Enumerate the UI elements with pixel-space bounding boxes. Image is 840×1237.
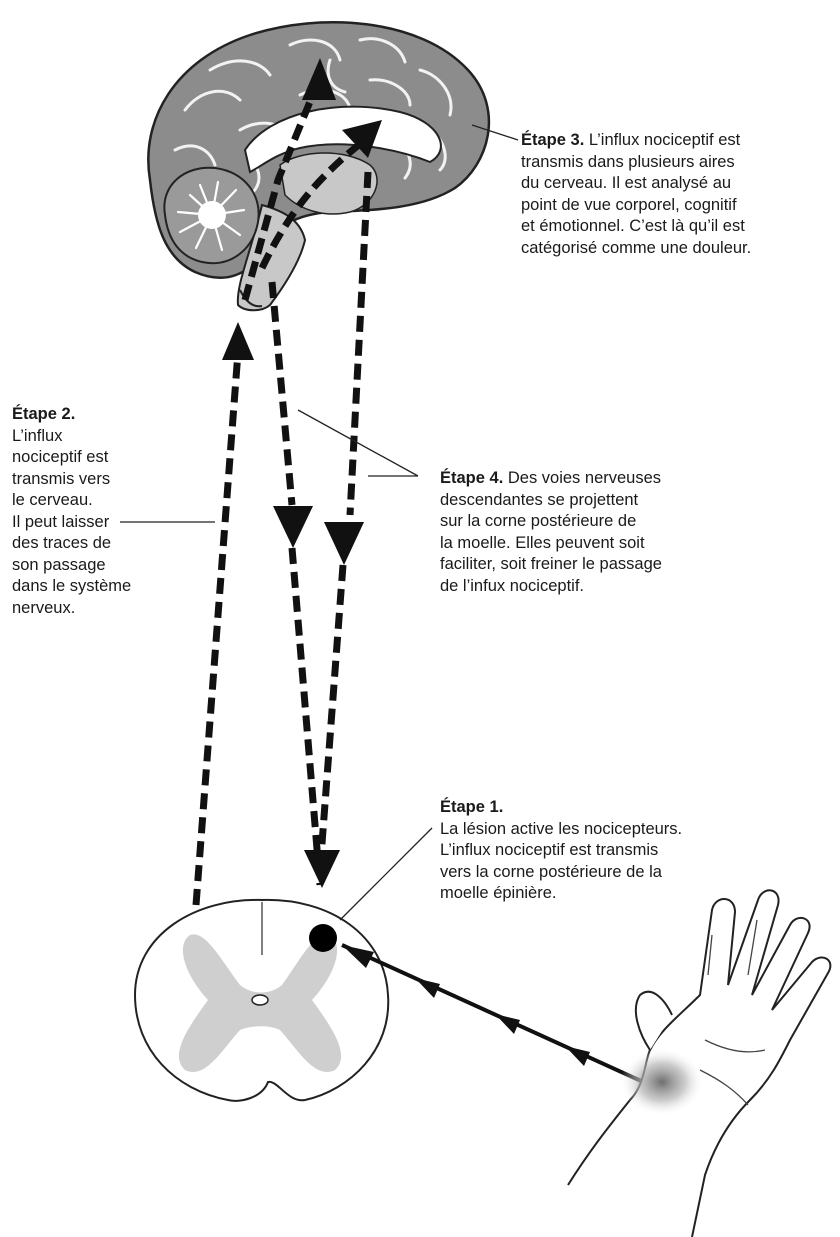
spinal-cord-cross-section	[135, 900, 388, 1101]
step3-line: catégorisé comme une douleur.	[521, 238, 751, 260]
step2-line: nerveux.	[12, 598, 131, 620]
step2-line: le cerveau.	[12, 490, 131, 512]
step3-line: et émotionnel. C’est là qu’il est	[521, 216, 751, 238]
step4-heading: Étape 4.	[440, 469, 503, 487]
step4-line: sur la corne postérieure de	[440, 511, 662, 533]
step3-line: transmis dans plusieurs aires	[521, 152, 751, 174]
step1-line: L’influx nociceptif est transmis	[440, 840, 682, 862]
step2-line: des traces de	[12, 533, 131, 555]
step4-first-line: Des voies nerveuses	[503, 469, 661, 487]
step4-line: faciliter, soit freiner le passage	[440, 554, 662, 576]
step2-heading: Étape 2.	[12, 405, 75, 423]
step3-line: du cerveau. Il est analysé au	[521, 173, 751, 195]
step4-line: de l’infux nociceptif.	[440, 576, 662, 598]
step4-line: la moelle. Elles peuvent soit	[440, 533, 662, 555]
step1-line: vers la corne postérieure de la	[440, 862, 682, 884]
step2-line: son passage	[12, 555, 131, 577]
step1-line: moelle épinière.	[440, 883, 682, 905]
pain-spot	[620, 1048, 704, 1116]
step3-label: Étape 3. L’influx nociceptif est transmi…	[521, 130, 751, 259]
step2-label: Étape 2. L’influx nociceptif est transmi…	[12, 404, 131, 619]
step2-line: transmis vers	[12, 469, 131, 491]
step4-line: descendantes se projettent	[440, 490, 662, 512]
step3-line: point de vue corporel, cognitif	[521, 195, 751, 217]
step2-line: dans le système	[12, 576, 131, 598]
step3-first-line: L’influx nociceptif est	[584, 131, 740, 149]
step2-line: L’influx	[12, 426, 131, 448]
step1-line: La lésion active les nocicepteurs.	[440, 819, 682, 841]
step4-label: Étape 4. Des voies nerveuses descendante…	[440, 468, 662, 597]
step2-line: Il peut laisser	[12, 512, 131, 534]
step2-line: nociceptif est	[12, 447, 131, 469]
step1-heading: Étape 1.	[440, 798, 503, 816]
nociceptor-dot	[309, 924, 337, 952]
step1-label: Étape 1. La lésion active les nocicepteu…	[440, 797, 682, 905]
step3-heading: Étape 3.	[521, 131, 584, 149]
